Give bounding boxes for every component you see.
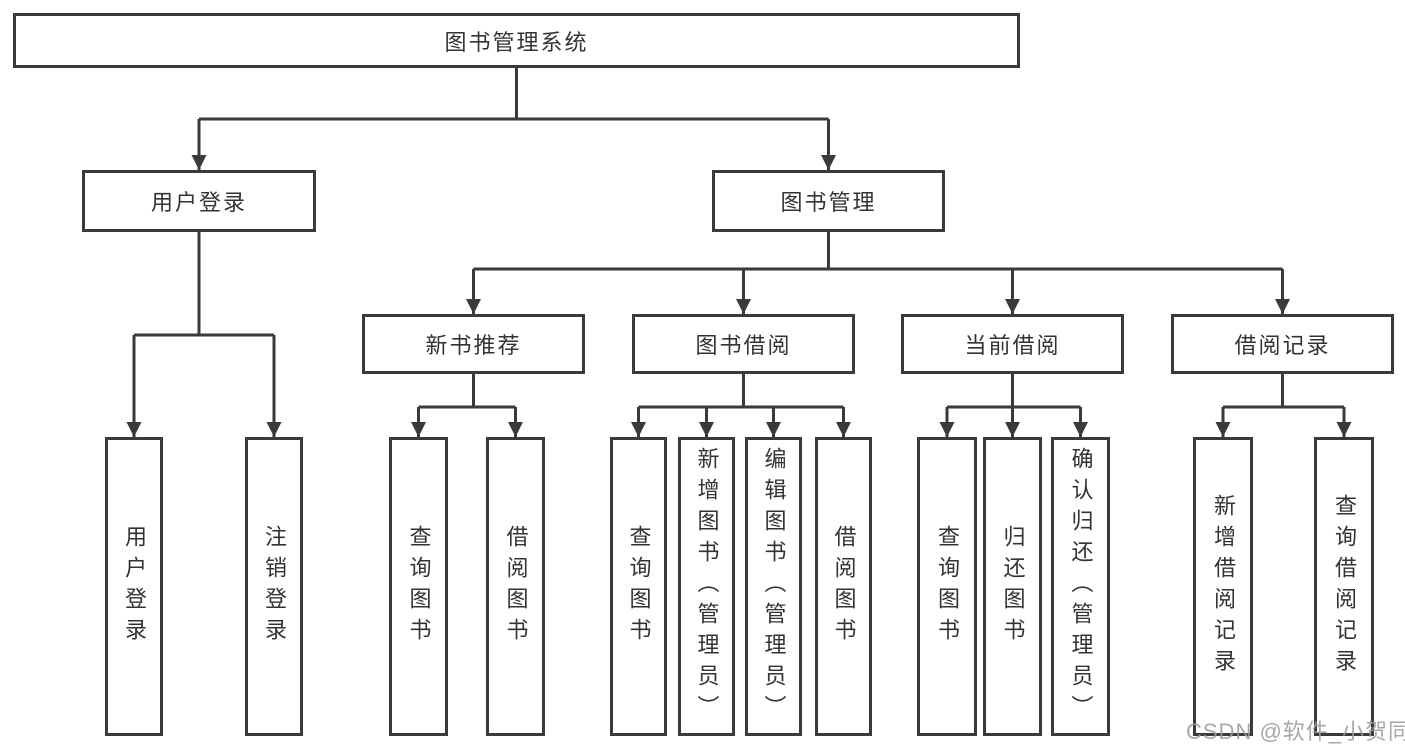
leaf-borrow-query-books: 查询图书: [610, 437, 667, 736]
node-new-book-recommend: 新书推荐: [362, 314, 585, 374]
leaf-return-books: 归还图书: [983, 437, 1042, 736]
node-current-borrowing: 当前借阅: [901, 314, 1124, 374]
leaf-borrow-books: 借阅图书: [815, 437, 872, 736]
leaf-user-login: 用户登录: [105, 437, 163, 736]
leaf-current-query-books: 查询图书: [917, 437, 977, 736]
leaf-add-books-admin: 新增图书（管理员）: [678, 437, 735, 736]
leaf-recommend-borrow-books: 借阅图书: [486, 437, 545, 736]
leaf-add-borrow-record: 新增借阅记录: [1193, 437, 1253, 736]
leaf-query-borrow-record: 查询借阅记录: [1314, 437, 1374, 736]
leaf-logout: 注销登录: [245, 437, 303, 736]
node-user-login: 用户登录: [82, 170, 316, 232]
node-borrowing-records: 借阅记录: [1171, 314, 1394, 374]
leaf-edit-books-admin: 编辑图书（管理员）: [745, 437, 802, 736]
csdn-watermark: CSDN @软件_小贺同学: [1186, 719, 1405, 744]
leaf-recommend-query-books: 查询图书: [389, 437, 448, 736]
node-book-borrowing: 图书借阅: [632, 314, 855, 374]
node-root-system: 图书管理系统: [13, 13, 1020, 68]
node-book-management: 图书管理: [712, 170, 945, 232]
leaf-confirm-return-admin: 确认归还（管理员）: [1051, 437, 1110, 736]
